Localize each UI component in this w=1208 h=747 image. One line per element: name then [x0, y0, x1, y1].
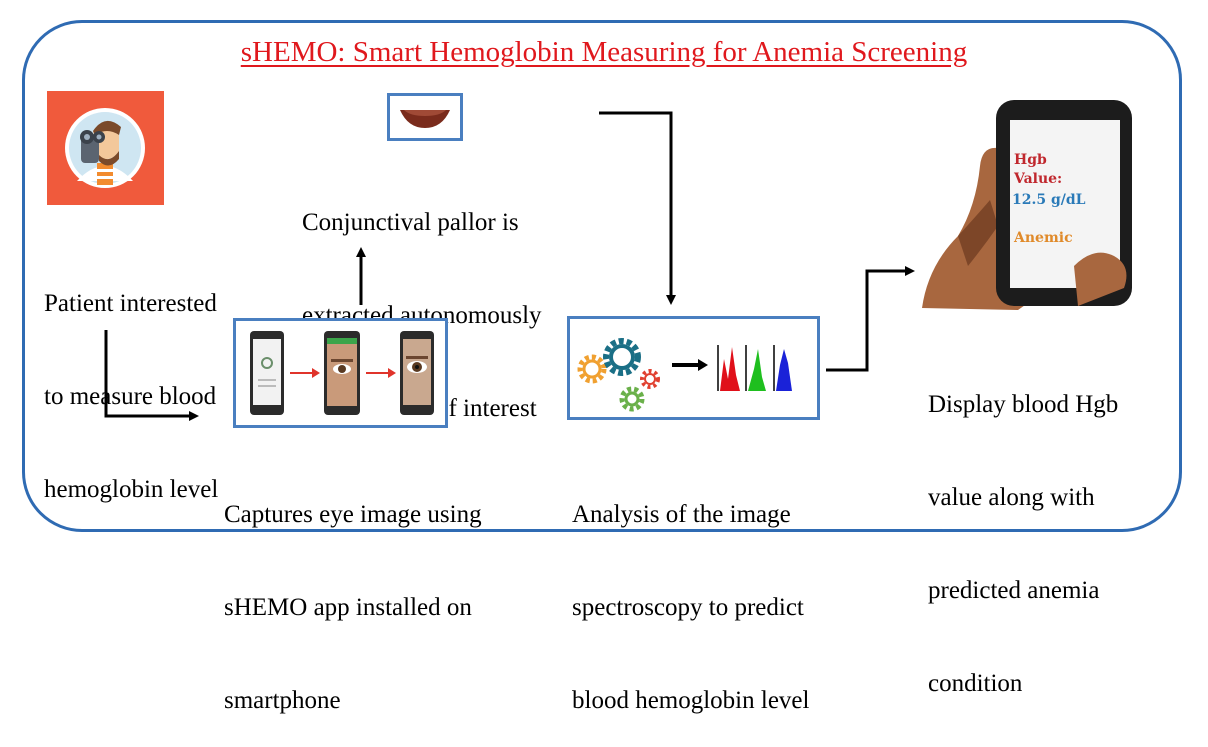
phone-anemia-status: Anemic [1013, 230, 1073, 246]
rgb-spectrum-histograms [717, 345, 792, 391]
capture-caption: Captures eye image using sHEMO app insta… [224, 437, 482, 747]
analysis-caption-line: spectroscopy to predict [572, 594, 804, 621]
phone-hgb-label: Hgb [1014, 152, 1047, 168]
diagram-title: sHEMO: Smart Hemoglobin Measuring for An… [240, 36, 968, 68]
phone-result-image: Hgb Value: 12.5 g/dL Anemic [918, 96, 1173, 310]
display-caption-line: condition [928, 670, 1023, 697]
capture-caption-line: Captures eye image using [224, 501, 482, 528]
patient-icon [47, 91, 164, 205]
analysis-box [567, 316, 820, 420]
capture-caption-line: sHEMO app installed on [224, 594, 472, 621]
capture-caption-line: smartphone [224, 687, 341, 714]
patient-caption-line: to measure blood [44, 383, 217, 410]
patient-caption: Patient interested to measure blood hemo… [44, 226, 218, 536]
display-caption-line: value along with [928, 484, 1095, 511]
display-caption-line: predicted anemia [928, 577, 1100, 604]
display-caption-line: Display blood Hgb [928, 391, 1119, 418]
gears-icon [577, 338, 660, 412]
analysis-caption: Analysis of the image spectroscopy to pr… [572, 437, 809, 747]
display-caption: Display blood Hgb value along with predi… [928, 327, 1118, 730]
patient-caption-line: hemoglobin level [44, 476, 219, 503]
analysis-caption-line: Analysis of the image [572, 501, 791, 528]
conjunctiva-caption-line: Conjunctival pallor is [302, 209, 519, 236]
phone-value-label: Value: [1013, 171, 1062, 187]
analysis-caption-line: blood hemoglobin level [572, 687, 810, 714]
phone-hgb-value: 12.5 g/dL [1012, 192, 1086, 208]
diagram-frame [22, 20, 1182, 532]
patient-caption-line: Patient interested [44, 290, 217, 317]
capture-sequence-box [233, 318, 448, 428]
conjunctiva-image-box [387, 93, 463, 141]
